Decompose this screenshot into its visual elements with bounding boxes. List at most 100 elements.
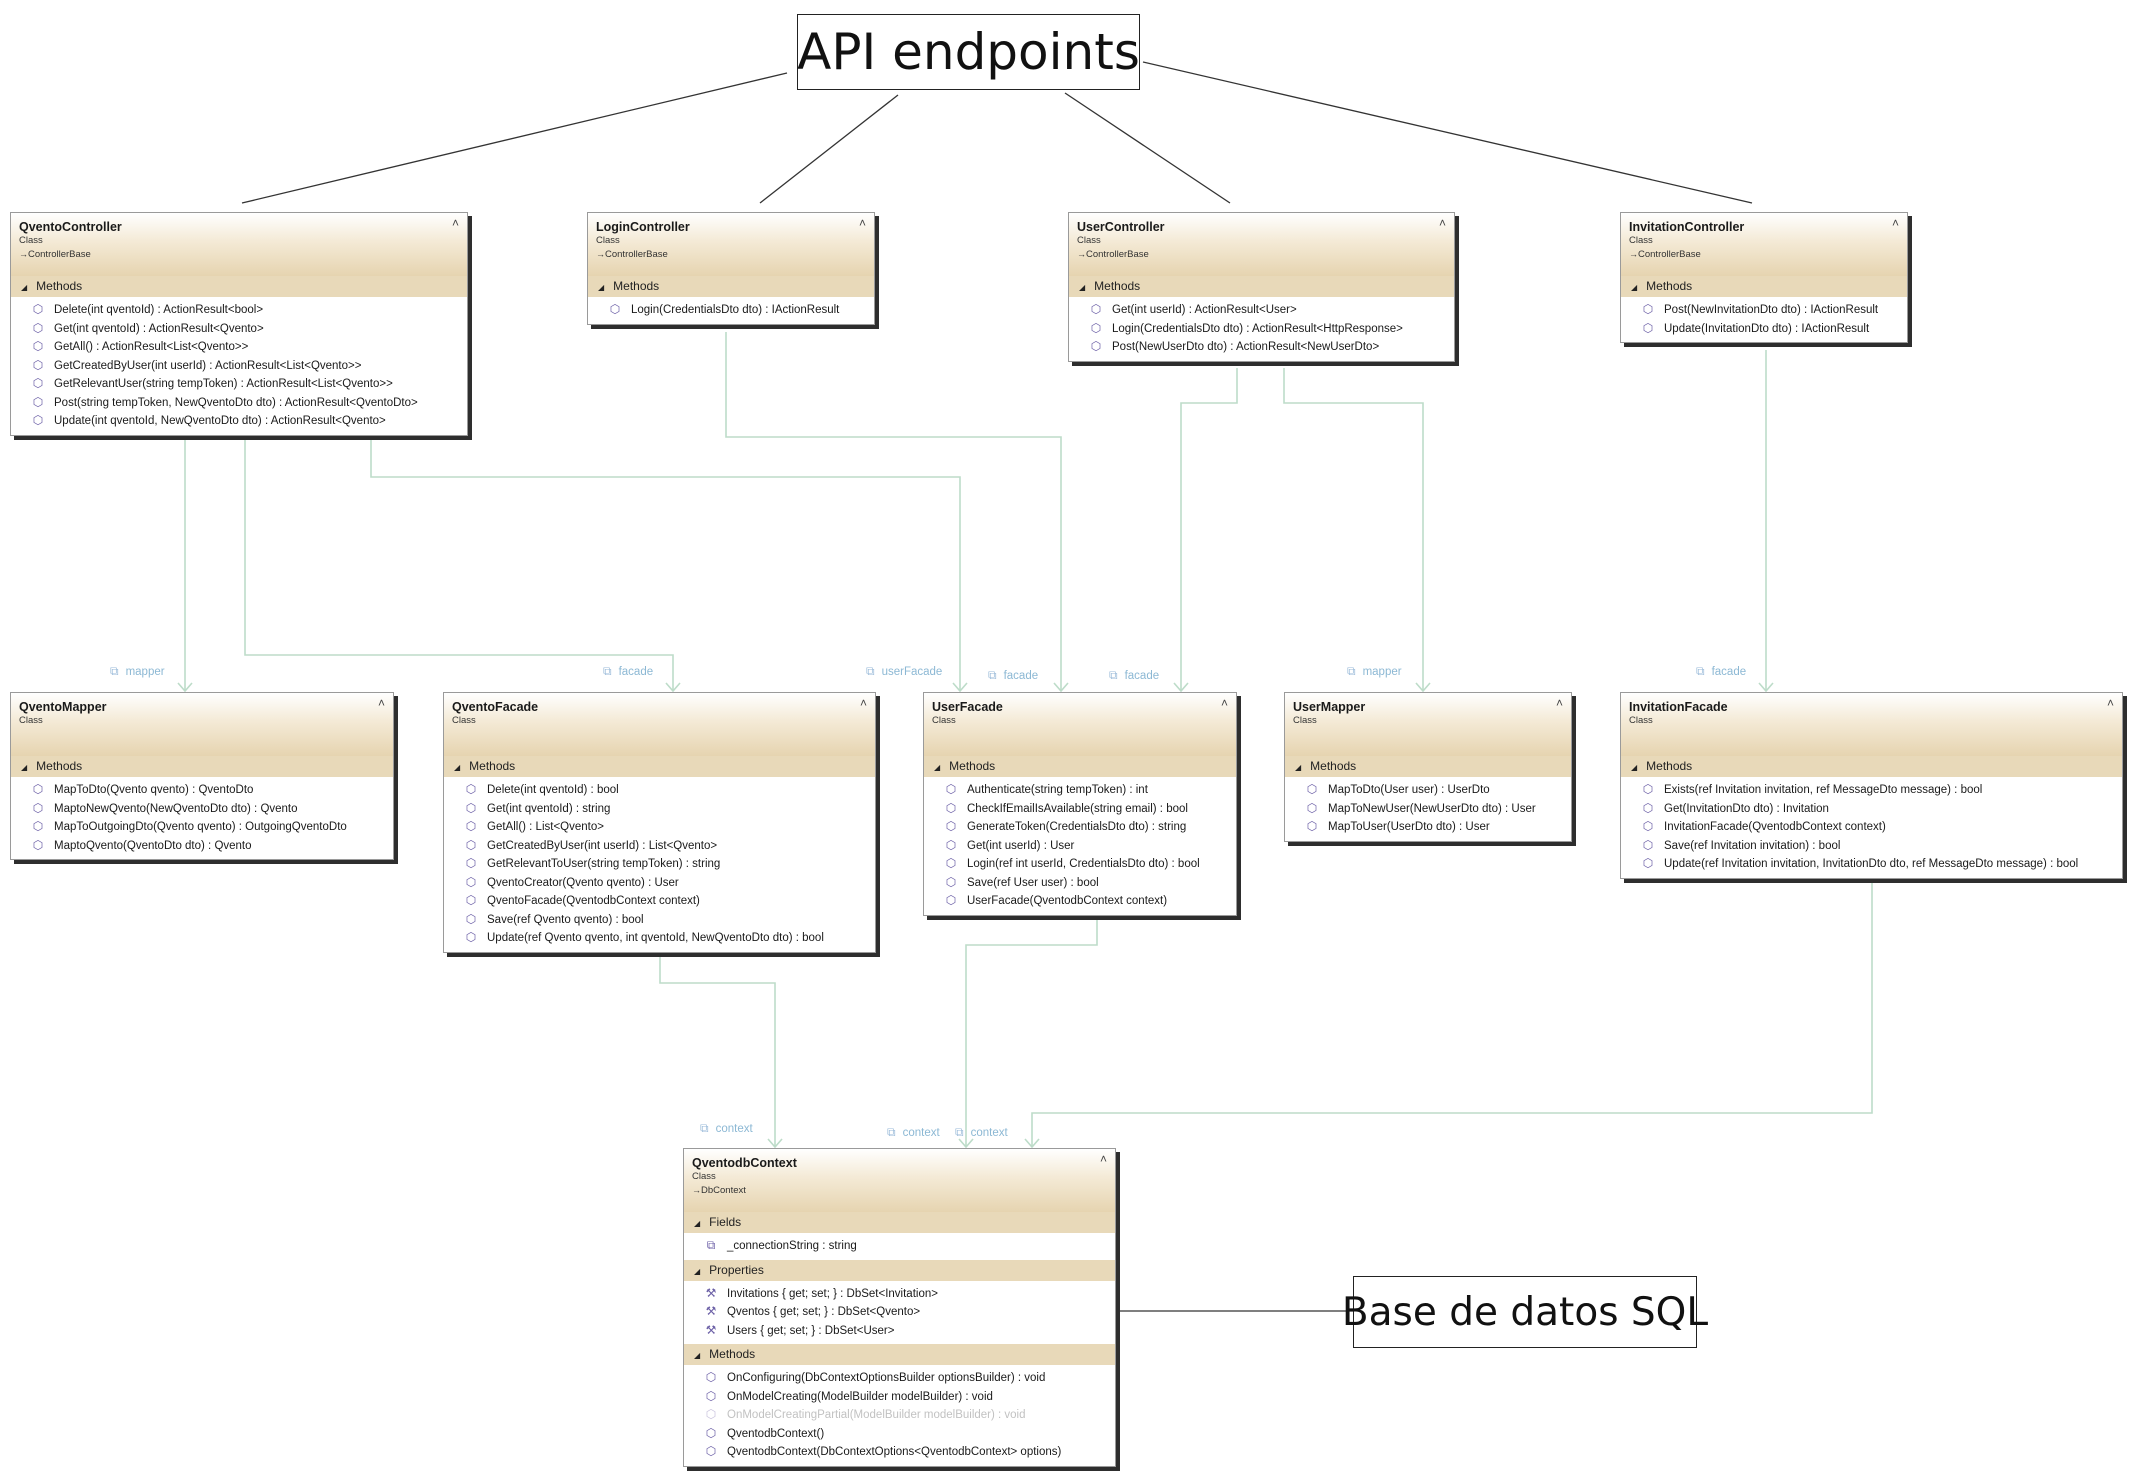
member-row[interactable]: ⬡MaptoNewQvento(NewQventoDto dto) : Qven…	[11, 799, 393, 818]
member-row[interactable]: ⬡Delete(int qventoId) : ActionResult<boo…	[11, 300, 467, 319]
section-header-methods[interactable]: ◢Methods	[444, 756, 875, 777]
expand-triangle-icon[interactable]: ◢	[694, 1351, 701, 1360]
member-row[interactable]: ⬡QventoCreator(Qvento qvento) : User	[444, 873, 875, 892]
member-row[interactable]: ⬡OnConfiguring(DbContextOptionsBuilder o…	[684, 1368, 1115, 1387]
collapse-icon[interactable]: ˄	[2106, 696, 2114, 710]
expand-triangle-icon[interactable]: ◢	[1295, 763, 1302, 772]
member-row[interactable]: ⬡GetRelevantToUser(string tempToken) : s…	[444, 854, 875, 873]
collapse-icon[interactable]: ˄	[451, 216, 459, 230]
member-row[interactable]: ⬡GetAll() : List<Qvento>	[444, 817, 875, 836]
member-row[interactable]: ⬡Update(ref Qvento qvento, int qventoId,…	[444, 928, 875, 947]
member-row[interactable]: ⬡Save(ref Invitation invitation) : bool	[1621, 836, 2122, 855]
member-row[interactable]: ⬡QventodbContext()	[684, 1424, 1115, 1443]
method-icon: ⬡	[945, 874, 957, 889]
member-row[interactable]: ⬡Post(string tempToken, NewQventoDto dto…	[11, 393, 467, 412]
member-row[interactable]: ⧉_connectionString : string	[684, 1236, 1115, 1255]
collapse-icon[interactable]: ˄	[1099, 1152, 1107, 1166]
member-row[interactable]: ⚒Qventos { get; set; } : DbSet<Qvento>	[684, 1302, 1115, 1321]
member-row[interactable]: ⬡Post(NewUserDto dto) : ActionResult<New…	[1069, 337, 1454, 356]
member-row[interactable]: ⬡MaptoQvento(QventoDto dto) : Qvento	[11, 836, 393, 855]
member-text: GetRelevantUser(string tempToken) : Acti…	[54, 378, 393, 390]
section-header-methods[interactable]: ◢Methods	[1285, 756, 1571, 777]
expand-triangle-icon[interactable]: ◢	[694, 1219, 701, 1228]
member-row[interactable]: ⬡Post(NewInvitationDto dto) : IActionRes…	[1621, 300, 1907, 319]
member-row[interactable]: ⬡GetAll() : ActionResult<List<Qvento>>	[11, 337, 467, 356]
member-text: Post(string tempToken, NewQventoDto dto)…	[54, 396, 418, 409]
class-qvento-controller[interactable]: QventoControllerClassControllerBase˄◢Met…	[10, 212, 468, 436]
assoc-label-text: context	[970, 1127, 1008, 1139]
section-header-methods[interactable]: ◢Methods	[1621, 276, 1907, 297]
member-row[interactable]: ⬡GetCreatedByUser(int userId) : ActionRe…	[11, 356, 467, 375]
expand-triangle-icon[interactable]: ◢	[934, 763, 941, 772]
member-row[interactable]: ⬡Login(CredentialsDto dto) : ActionResul…	[1069, 319, 1454, 338]
member-row[interactable]: ⬡Update(InvitationDto dto) : IActionResu…	[1621, 319, 1907, 338]
expand-triangle-icon[interactable]: ◢	[694, 1266, 701, 1276]
expand-triangle-icon[interactable]: ◢	[21, 763, 28, 772]
member-row[interactable]: ⬡MapToUser(UserDto dto) : User	[1285, 817, 1571, 836]
collapse-icon[interactable]: ˄	[1438, 216, 1446, 230]
member-row[interactable]: ⬡QventoFacade(QventodbContext context)	[444, 891, 875, 910]
expand-triangle-icon[interactable]: ◢	[21, 283, 28, 292]
class-user-controller[interactable]: UserControllerClassControllerBase˄◢Metho…	[1068, 212, 1455, 362]
section-header-methods[interactable]: ◢Methods	[684, 1344, 1115, 1365]
member-row[interactable]: ⬡Get(InvitationDto dto) : Invitation	[1621, 799, 2122, 818]
member-row[interactable]: ⬡QventodbContext(DbContextOptions<Qvento…	[684, 1442, 1115, 1461]
expand-triangle-icon[interactable]: ◢	[1631, 763, 1638, 772]
section-header-methods[interactable]: ◢Methods	[924, 756, 1236, 777]
member-row[interactable]: ⬡MapToNewUser(NewUserDto dto) : User	[1285, 799, 1571, 818]
section-header-methods[interactable]: ◢Methods	[1621, 756, 2122, 777]
collapse-icon[interactable]: ˄	[858, 216, 866, 230]
member-row[interactable]: ⬡OnModelCreating(ModelBuilder modelBuild…	[684, 1387, 1115, 1406]
class-login-controller[interactable]: LoginControllerClassControllerBase˄◢Meth…	[587, 212, 875, 325]
member-row[interactable]: ⬡OnModelCreatingPartial(ModelBuilder mod…	[684, 1405, 1115, 1424]
member-row[interactable]: ⬡Login(ref int userId, CredentialsDto dt…	[924, 854, 1236, 873]
member-row[interactable]: ⚒Invitations { get; set; } : DbSet<Invit…	[684, 1284, 1115, 1303]
member-row[interactable]: ⬡Get(int qventoId) : ActionResult<Qvento…	[11, 319, 467, 338]
class-kind: Class	[1293, 715, 1317, 726]
expand-triangle-icon[interactable]: ◢	[1079, 283, 1086, 292]
expand-triangle-icon[interactable]: ◢	[454, 763, 461, 772]
member-row[interactable]: ⬡Save(ref User user) : bool	[924, 873, 1236, 892]
member-row[interactable]: ⬡Get(int qventoId) : string	[444, 799, 875, 818]
field-icon: ⧉	[988, 668, 997, 682]
collapse-icon[interactable]: ˄	[1555, 696, 1563, 710]
member-row[interactable]: ⬡GetRelevantUser(string tempToken) : Act…	[11, 374, 467, 393]
member-row[interactable]: ⬡MapToDto(Qvento qvento) : QventoDto	[11, 780, 393, 799]
member-row[interactable]: ⬡CheckIfEmailIsAvailable(string email) :…	[924, 799, 1236, 818]
section-header-methods[interactable]: ◢Methods	[11, 276, 467, 297]
member-row[interactable]: ⬡InvitationFacade(QventodbContext contex…	[1621, 817, 2122, 836]
member-row[interactable]: ⬡Authenticate(string tempToken) : int	[924, 780, 1236, 799]
member-row[interactable]: ⬡GetCreatedByUser(int userId) : List<Qve…	[444, 836, 875, 855]
class-invitation-controller[interactable]: InvitationControllerClassControllerBase˄…	[1620, 212, 1908, 343]
class-qventodb-context[interactable]: QventodbContextClassDbContext˄◢Fields⧉_c…	[683, 1148, 1116, 1467]
collapse-icon[interactable]: ˄	[859, 696, 867, 710]
expand-triangle-icon[interactable]: ◢	[1631, 283, 1638, 292]
member-row[interactable]: ⬡GenerateToken(CredentialsDto dto) : str…	[924, 817, 1236, 836]
section-header-methods[interactable]: ◢Methods	[11, 756, 393, 777]
member-row[interactable]: ⬡MapToOutgoingDto(Qvento qvento) : Outgo…	[11, 817, 393, 836]
member-row[interactable]: ⬡Delete(int qventoId) : bool	[444, 780, 875, 799]
member-row[interactable]: ⬡Exists(ref Invitation invitation, ref M…	[1621, 780, 2122, 799]
member-row[interactable]: ⬡UserFacade(QventodbContext context)	[924, 891, 1236, 910]
section-header-methods[interactable]: ◢Methods	[1069, 276, 1454, 297]
expand-triangle-icon[interactable]: ◢	[598, 283, 605, 292]
section-header-methods[interactable]: ◢Methods	[588, 276, 874, 297]
member-row[interactable]: ⬡Update(int qventoId, NewQventoDto dto) …	[11, 411, 467, 430]
member-row[interactable]: ⬡Save(ref Qvento qvento) : bool	[444, 910, 875, 929]
member-row[interactable]: ⬡MapToDto(User user) : UserDto	[1285, 780, 1571, 799]
member-row[interactable]: ⬡Get(int userId) : ActionResult<User>	[1069, 300, 1454, 319]
collapse-icon[interactable]: ˄	[377, 696, 385, 710]
member-row[interactable]: ⬡Update(ref Invitation invitation, Invit…	[1621, 854, 2122, 873]
member-row[interactable]: ⬡Login(CredentialsDto dto) : IActionResu…	[588, 300, 874, 319]
section-header-fields[interactable]: ◢Fields	[684, 1212, 1115, 1233]
collapse-icon[interactable]: ˄	[1891, 216, 1899, 230]
collapse-icon[interactable]: ˄	[1220, 696, 1228, 710]
member-row[interactable]: ⚒Users { get; set; } : DbSet<User>	[684, 1321, 1115, 1340]
section-header-properties[interactable]: ◢Properties	[684, 1259, 1115, 1281]
member-row[interactable]: ⬡Get(int userId) : User	[924, 836, 1236, 855]
